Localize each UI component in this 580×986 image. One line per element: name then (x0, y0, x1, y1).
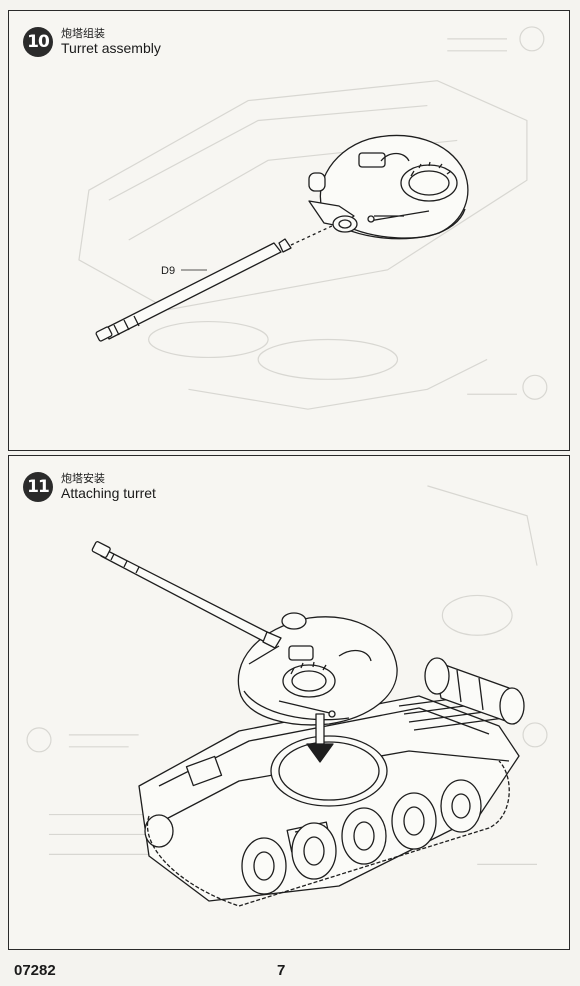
gun-barrel (91, 541, 282, 649)
step-10-header: 10 炮塔组装 Turret assembly (23, 27, 161, 57)
step-title-english: Attaching turret (61, 485, 156, 502)
step-title-english: Turret assembly (61, 40, 161, 57)
part-label-d9: D9 (161, 265, 175, 277)
page-number: 7 (277, 962, 286, 979)
track (146, 760, 510, 907)
step-10-panel: 10 炮塔组装 Turret assembly (8, 10, 570, 451)
step-11-header: 11 炮塔安装 Attaching turret (23, 472, 156, 502)
turret-attach-illustration (91, 541, 525, 907)
step-11-panel: 11 炮塔安装 Attaching turret (8, 455, 570, 950)
road-wheels (144, 779, 482, 895)
step-title-chinese: 炮塔安装 (61, 472, 105, 485)
step-number-badge: 10 (23, 27, 53, 57)
fuel-drums (424, 657, 525, 725)
step-title-chinese: 炮塔组装 (61, 27, 105, 40)
kit-code: 07282 (14, 962, 56, 979)
step-number-badge: 11 (23, 472, 53, 502)
gun-barrel-part (95, 238, 292, 342)
turret-assembly-illustration: D9 (95, 134, 469, 342)
turret-part (308, 134, 469, 240)
down-arrow-icon (306, 713, 334, 763)
